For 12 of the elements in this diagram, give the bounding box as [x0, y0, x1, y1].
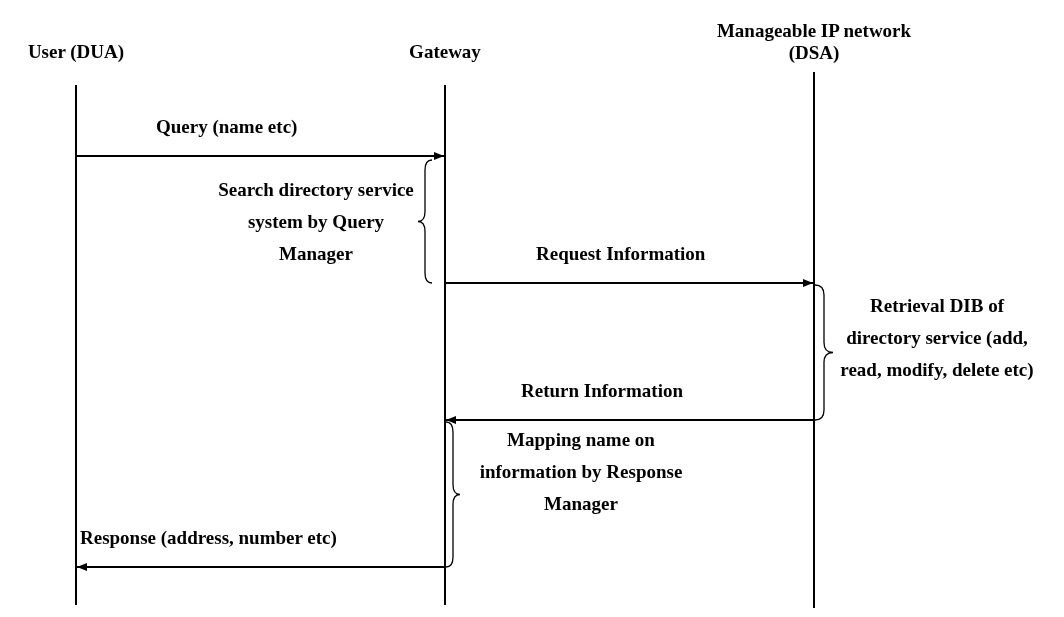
arrow	[445, 416, 814, 424]
edge-label: Query (name etc)	[154, 116, 300, 138]
annotation-text: Mapping name on information by Response Manager	[478, 428, 684, 516]
arrow	[76, 152, 445, 160]
arrow	[76, 563, 445, 571]
lifeline-header: User (DUA)	[26, 41, 126, 63]
lifeline-header: Manageable IP network (DSA)	[715, 20, 913, 64]
lifeline-header: Gateway	[408, 41, 482, 63]
annotation-text: Search directory service system by Query Manager	[218, 178, 414, 266]
edge-label: Response (address, number etc)	[78, 527, 339, 549]
arrow	[445, 279, 814, 287]
annotation-text: Retrieval DIB of directory service (add, read, modify, delete etc)	[839, 294, 1035, 382]
